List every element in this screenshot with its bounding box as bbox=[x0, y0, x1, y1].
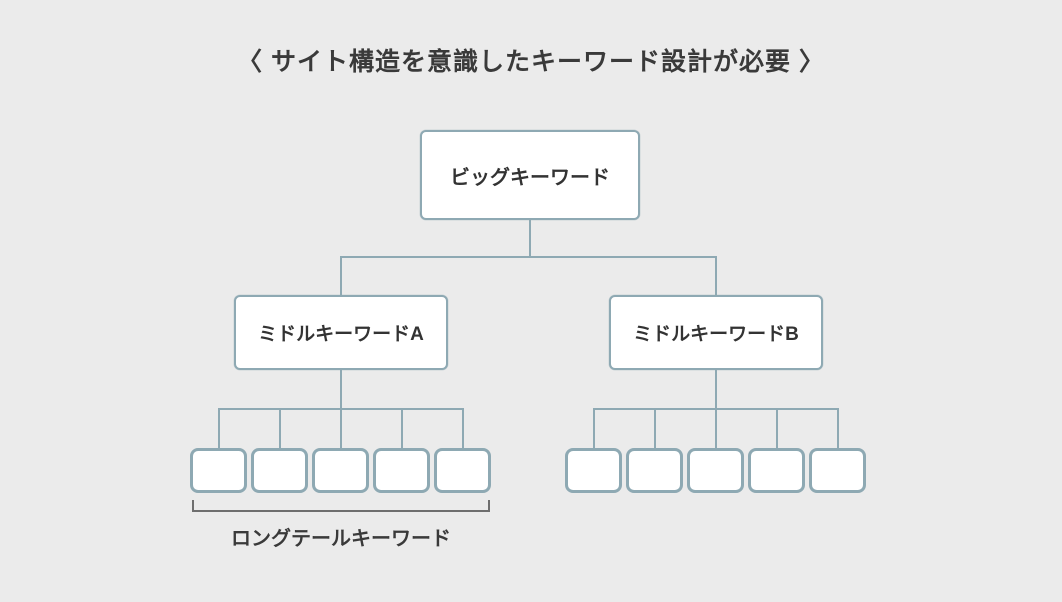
leaf-box-longtail bbox=[373, 448, 430, 493]
connector-left-leaf-drop bbox=[279, 408, 281, 448]
bracket-horizontal bbox=[192, 510, 490, 512]
node-middle-keyword-b: ミドルキーワードB bbox=[609, 295, 823, 370]
node-big-keyword-label: ビッグキーワード bbox=[450, 166, 610, 189]
leaf-box-longtail bbox=[251, 448, 308, 493]
leaf-box-longtail bbox=[565, 448, 622, 493]
connector-level1-bus bbox=[340, 256, 717, 258]
node-middle-keyword-a: ミドルキーワードA bbox=[234, 295, 448, 370]
leaf-box-longtail bbox=[687, 448, 744, 493]
node-big-keyword: ビッグキーワード bbox=[420, 130, 640, 220]
connector-left-leaf-drop bbox=[218, 408, 220, 448]
connector-middle-a-stem bbox=[340, 370, 342, 409]
connector-drop-middle-a bbox=[340, 256, 342, 295]
connector-right-leaf-drop bbox=[593, 408, 595, 448]
node-middle-keyword-a-label: ミドルキーワードA bbox=[258, 324, 424, 345]
connector-right-leaf-drop bbox=[776, 408, 778, 448]
connector-right-leaf-drop bbox=[654, 408, 656, 448]
connector-drop-middle-b bbox=[715, 256, 717, 295]
leaf-box-longtail bbox=[748, 448, 805, 493]
bracket-left-tick bbox=[192, 500, 194, 512]
leaf-box-longtail bbox=[809, 448, 866, 493]
connector-left-leaf-drop bbox=[401, 408, 403, 448]
connector-left-leaf-drop bbox=[340, 408, 342, 448]
node-middle-keyword-b-label: ミドルキーワードB bbox=[633, 324, 799, 345]
diagram-title: 〈 サイト構造を意識したキーワード設計が必要 〉 bbox=[237, 48, 825, 76]
leaf-box-longtail bbox=[312, 448, 369, 493]
connector-root-stem bbox=[529, 220, 531, 257]
leaf-box-longtail bbox=[434, 448, 491, 493]
connector-left-leaf-drop bbox=[462, 408, 464, 448]
bracket-right-tick bbox=[488, 500, 490, 512]
leaf-box-longtail bbox=[626, 448, 683, 493]
connector-right-leaf-drop bbox=[837, 408, 839, 448]
connector-middle-b-stem bbox=[715, 370, 717, 409]
connector-right-leaf-drop bbox=[715, 408, 717, 448]
longtail-keyword-label: ロングテールキーワード bbox=[231, 528, 451, 550]
leaf-box-longtail bbox=[190, 448, 247, 493]
